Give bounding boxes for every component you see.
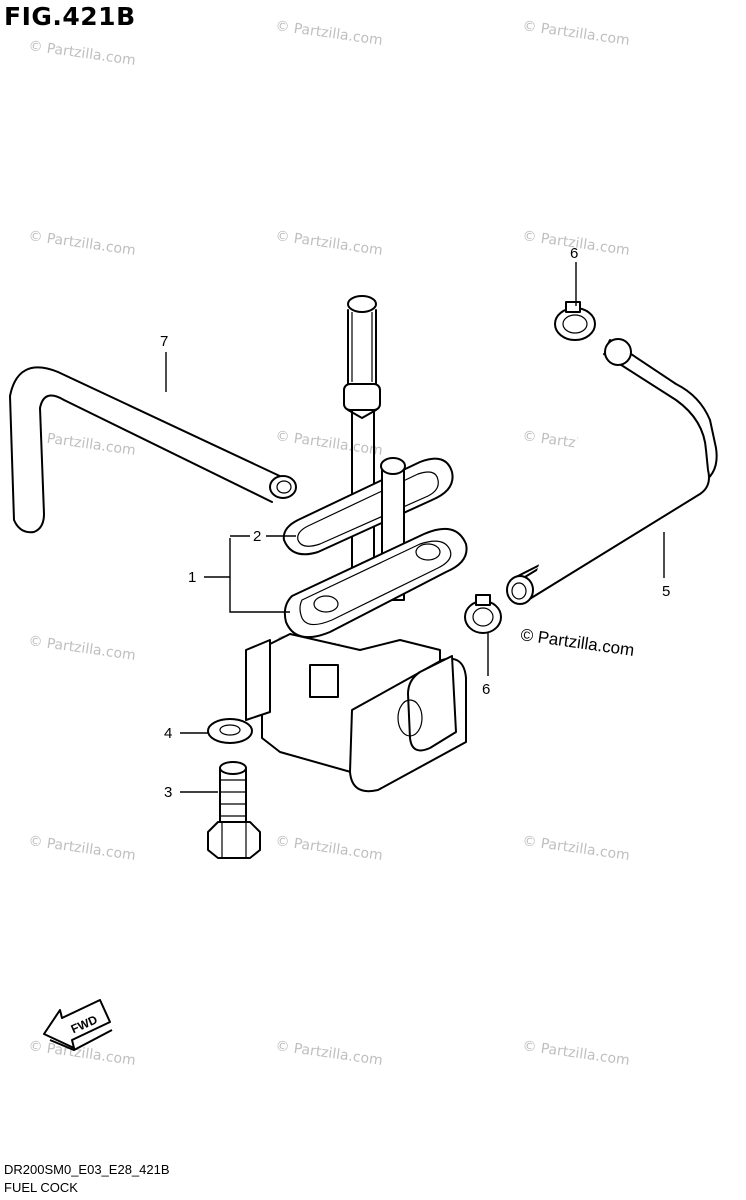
watermark: © Partzilla.com xyxy=(521,1038,630,1069)
figure-code: DR200SM0_E03_E28_421B xyxy=(4,1162,170,1177)
watermark: © Partzilla.com xyxy=(521,18,630,49)
bolt xyxy=(207,761,261,859)
watermark: © Partzilla.com xyxy=(27,38,136,69)
callout-4: 4 xyxy=(164,725,172,742)
callout-6-upper: 6 xyxy=(570,245,578,262)
hose-left xyxy=(9,366,297,534)
watermark: © Partzilla.com xyxy=(27,633,136,664)
leader-lines xyxy=(165,262,665,793)
watermark: © Partzilla.com xyxy=(274,428,383,459)
hose-clamp-lower xyxy=(464,594,502,634)
callout-6-lower: 6 xyxy=(482,681,490,698)
washer xyxy=(207,718,253,744)
callout-7: 7 xyxy=(160,333,168,350)
watermark: © Partzilla.com xyxy=(27,833,136,864)
callout-2: 2 xyxy=(253,528,261,545)
watermark: © Partzilla.com xyxy=(274,833,383,864)
watermark: © Partzilla.com xyxy=(27,1038,136,1069)
callout-5: 5 xyxy=(662,583,670,600)
watermark-prominent: © Partzilla.com xyxy=(519,625,635,660)
watermark: © Partzilla.com xyxy=(27,428,136,459)
callout-3: 3 xyxy=(164,784,172,801)
watermark: © Partzilla.com xyxy=(27,228,136,259)
watermark: © Partzilla.com xyxy=(274,228,383,259)
watermark: © Partzilla.com xyxy=(274,1038,383,1069)
watermark: © Partzilla.com xyxy=(274,18,383,49)
fwd-arrow-icon: FWD xyxy=(43,999,113,1052)
callout-1: 1 xyxy=(188,569,196,586)
watermark: © Partzilla.com xyxy=(521,833,630,864)
hose-clamp-upper xyxy=(554,301,596,341)
hose-right xyxy=(506,338,718,605)
figure-name: FUEL COCK xyxy=(4,1180,78,1195)
figure-title: FIG.421B xyxy=(4,2,136,31)
fuel-cock-body xyxy=(245,295,468,793)
